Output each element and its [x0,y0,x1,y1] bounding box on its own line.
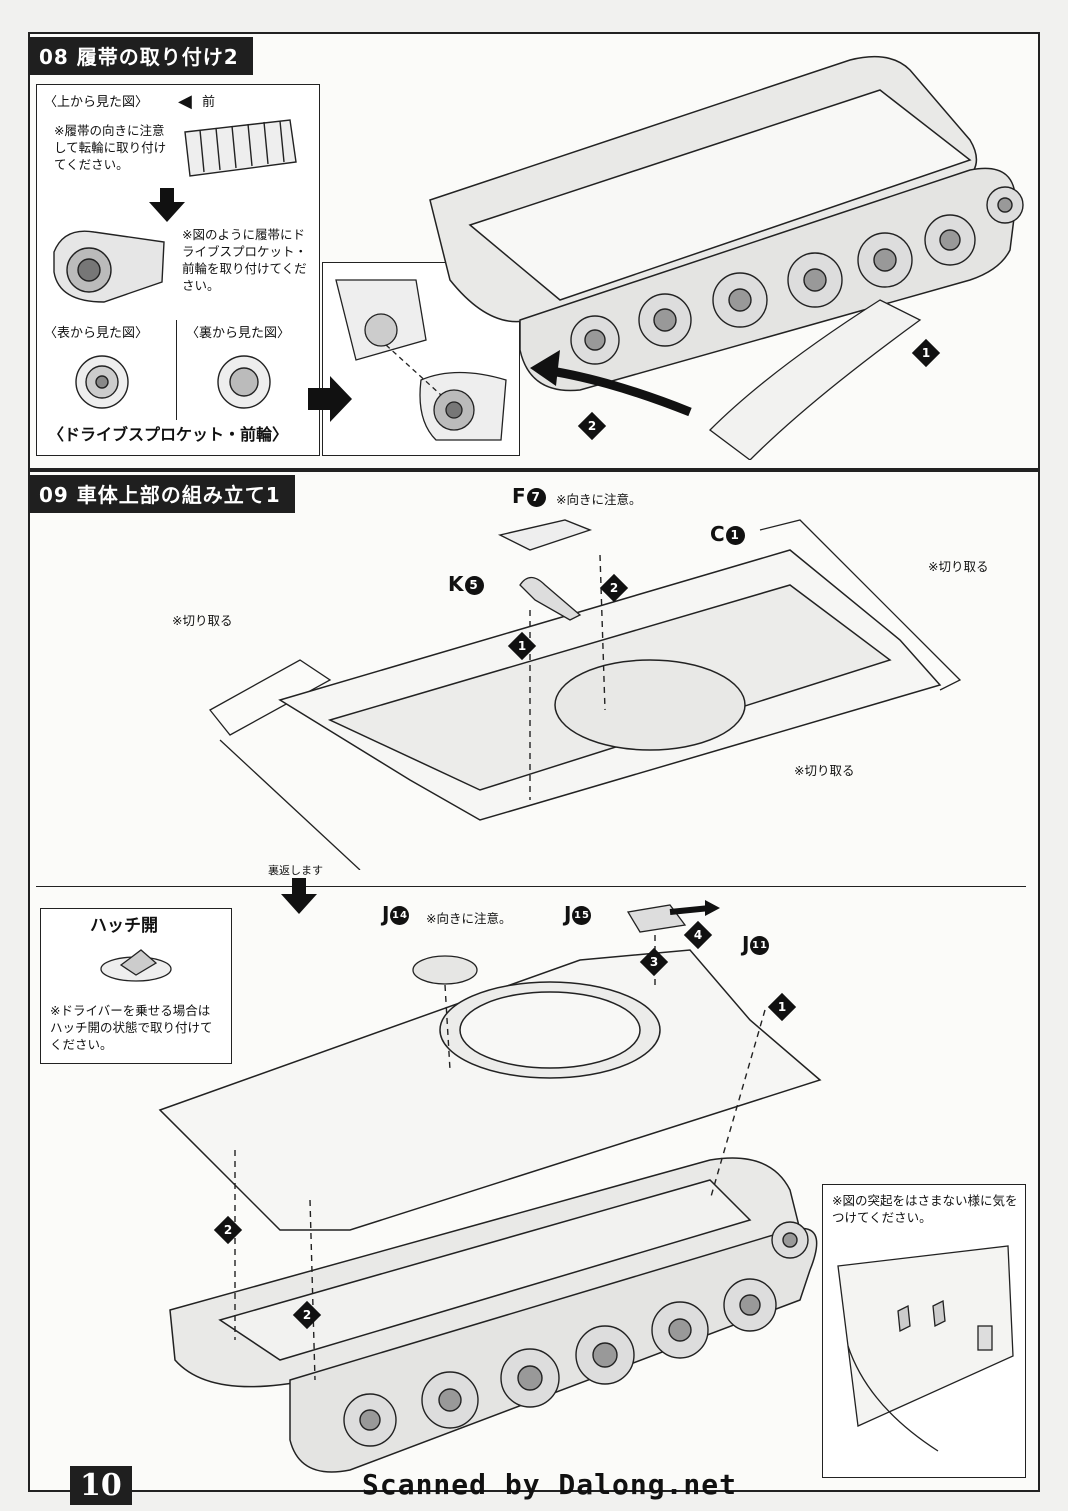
right-arrow-icon [308,376,352,422]
lower-mark-1: 1 [767,992,797,1022]
hatch-open-label: ハッチ開 [90,916,158,936]
hatch-open-illustration [100,949,172,982]
detail-note: ※図の突起をはさまない様に気をつけてください。 [832,1193,1018,1225]
top-view-label: 〈上から見た図〉 [44,95,149,110]
flip-arrow-icon [281,894,317,914]
track-top-view-illustration [184,119,297,177]
lower-mark-3: 3 [639,947,669,977]
hull-with-tracks-illustration [429,55,1024,460]
step-08-title: 08 履帯の取り付け2 [29,37,253,75]
step-09-title: 09 車体上部の組み立て1 [29,475,295,513]
part-f-note: ※向きに注意。 [556,492,642,507]
step-09-divider [36,886,1026,887]
sprocket-front-illustration [75,355,129,409]
sprocket-back-illustration [217,355,271,409]
upper-mark-1: 1 [507,631,537,661]
hatch-note: ※ドライバーを乗せる場合はハッチ開の状態で取り付けてください。 [50,1003,213,1052]
down-arrow-stem [160,188,174,204]
inset-divider [176,320,177,420]
lower-mark-2a: 2 [213,1215,243,1245]
step-08-mark-2: 2 [577,411,607,441]
lower-mark-4: 4 [683,920,713,950]
sprocket-label: 〈ドライブスプロケット・前輪〉 [48,425,289,444]
upper-mark-2: 2 [599,573,629,603]
down-arrow-icon [149,202,185,222]
front-label: 前 [202,95,216,110]
direction-note: ※履帯の向きに注意して転輪に取り付けてください。 [54,123,167,172]
back-view-label: 〈裏から見た図〉 [186,326,291,341]
part-j14-note: ※向きに注意。 [426,911,512,926]
sprocket-detail-illustration [335,279,507,441]
upper-hull-sprue-illustration [209,519,962,870]
cut-note-middle: ※切り取る [794,763,855,778]
cut-note-left: ※切り取る [172,613,233,628]
flip-arrow-stem [292,878,306,896]
detail-inset-illustration [837,1245,1014,1452]
front-view-label: 〈表から見た図〉 [44,326,149,341]
step-08-mark-1: 1 [911,338,941,368]
sprocket-track-illustration [53,230,165,303]
lower-mark-2b: 2 [292,1300,322,1330]
footer-credit: Scanned by Dalong.net [362,1468,738,1501]
flip-label: 裏返します [268,864,323,877]
front-arrow-icon: ◀ [178,91,192,112]
cut-note-right: ※切り取る [928,559,989,574]
attach-note: ※図のように履帯にドライブスプロケット・前輪を取り付けてください。 [182,227,308,293]
lower-assembly-illustration [158,900,822,1473]
hatch-open-box [40,908,232,1064]
page-number: 10 [70,1466,132,1505]
